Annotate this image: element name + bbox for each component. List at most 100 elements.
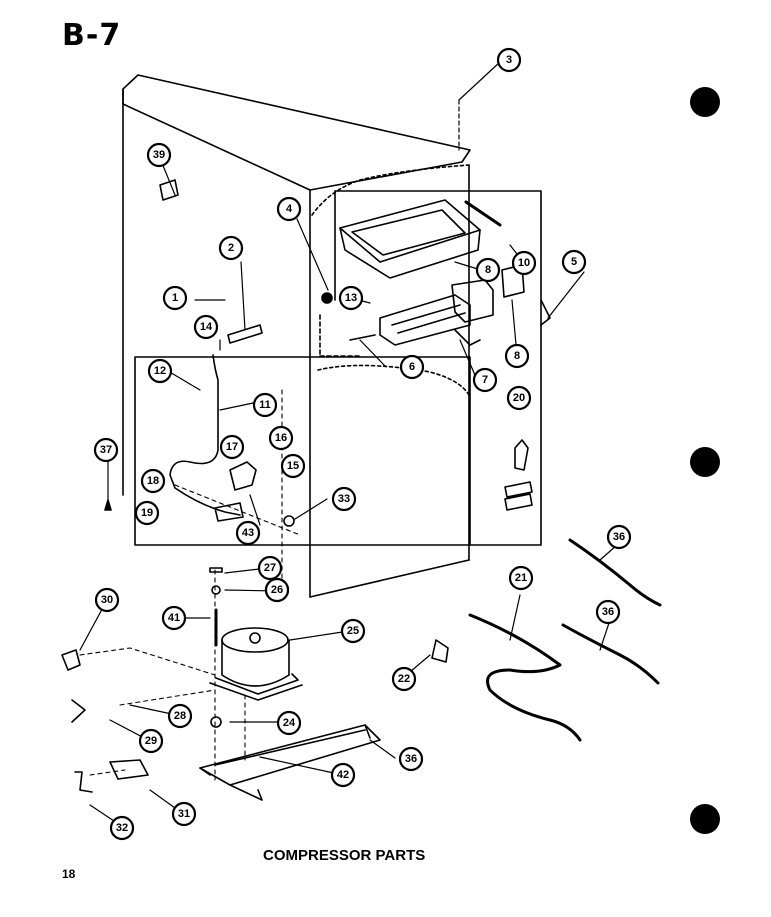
callout-number: 20 (513, 392, 525, 404)
callout-number: 42 (337, 769, 349, 781)
callout-circle (94, 587, 120, 613)
callout-5: 5 (561, 249, 587, 275)
binder-hole (690, 447, 720, 477)
callout-30: 30 (94, 587, 120, 613)
callout-number: 18 (147, 475, 159, 487)
callout-circle (331, 486, 357, 512)
callout-31: 31 (171, 801, 197, 827)
callout-8: 8 (475, 257, 501, 283)
callout-number: 21 (515, 572, 527, 584)
callout-26: 26 (264, 577, 290, 603)
callout-number: 41 (168, 612, 180, 624)
callout-labels: 1234567881011121314151617181920212224252… (93, 47, 632, 841)
callout-circle (257, 555, 283, 581)
washer-part (211, 585, 221, 595)
water-valve-group-box (134, 356, 471, 546)
callout-number: 22 (398, 673, 410, 685)
shelf-bumper (321, 292, 333, 304)
relay-part (61, 649, 81, 671)
callout-circle (561, 249, 587, 275)
callout-circle (276, 710, 302, 736)
callout-36: 36 (398, 746, 424, 772)
callout-circle (340, 618, 366, 644)
coil-upper (568, 538, 662, 607)
grommet-part (210, 716, 222, 728)
callout-circle (134, 500, 160, 526)
clip-part (74, 771, 93, 793)
callout-circle (147, 358, 173, 384)
callout-circle (475, 257, 501, 283)
callout-21: 21 (508, 565, 534, 591)
callout-circle (235, 520, 261, 546)
callout-circle (606, 524, 632, 550)
screw-part (104, 499, 112, 511)
compressor (209, 627, 303, 701)
callout-circle (280, 453, 306, 479)
callout-number: 36 (613, 531, 625, 543)
callout-13: 13 (338, 285, 364, 311)
callout-22: 22 (391, 666, 417, 692)
callout-circle (109, 815, 135, 841)
callout-16: 16 (268, 425, 294, 451)
valve-bracket (504, 481, 533, 511)
callout-6: 6 (399, 354, 425, 380)
callout-circle (595, 599, 621, 625)
callout-36: 36 (606, 524, 632, 550)
callout-circle (162, 285, 188, 311)
callout-circle (161, 605, 187, 631)
callout-number: 28 (174, 710, 186, 722)
page-number: 18 (62, 867, 76, 881)
callout-circle (193, 314, 219, 340)
callout-36: 36 (595, 599, 621, 625)
callout-27: 27 (257, 555, 283, 581)
water-valve (169, 354, 257, 522)
callout-number: 16 (275, 432, 287, 444)
callout-circle (496, 47, 522, 73)
callout-circle (504, 343, 530, 369)
callout-number: 4 (286, 203, 293, 215)
clamp-part (431, 639, 449, 663)
leader-lines (79, 61, 618, 828)
callout-43: 43 (235, 520, 261, 546)
suction-line (468, 613, 582, 742)
callout-number: 39 (153, 149, 165, 161)
callout-number: 8 (485, 264, 491, 276)
callout-15: 15 (280, 453, 306, 479)
callout-number: 3 (506, 54, 512, 66)
callout-circle (171, 801, 197, 827)
callout-25: 25 (340, 618, 366, 644)
callout-29: 29 (138, 728, 164, 754)
binder-hole (690, 804, 720, 834)
callout-number: 6 (409, 361, 415, 373)
ice-maker-group-box (334, 190, 542, 546)
callout-20: 20 (506, 385, 532, 411)
callout-number: 17 (226, 441, 238, 453)
callout-number: 26 (271, 584, 283, 596)
callout-8: 8 (504, 343, 530, 369)
callout-19: 19 (134, 500, 160, 526)
plug-part (159, 179, 179, 201)
callout-number: 2 (228, 242, 234, 254)
callout-18: 18 (140, 468, 166, 494)
fill-tube (464, 200, 502, 227)
callout-number: 29 (145, 735, 157, 747)
base-pan (199, 724, 381, 786)
callout-circle (218, 235, 244, 261)
gasket-part (283, 515, 295, 527)
bolt-part (227, 324, 263, 344)
callout-number: 24 (283, 717, 296, 729)
ice-bin (339, 199, 481, 279)
callout-1: 1 (162, 285, 188, 311)
callout-number: 32 (116, 822, 128, 834)
callout-circle (146, 142, 172, 168)
callout-circle (472, 367, 498, 393)
callout-circle (219, 434, 245, 460)
callout-circle (167, 703, 193, 729)
callout-7: 7 (472, 367, 498, 393)
callout-42: 42 (330, 762, 356, 788)
callout-39: 39 (146, 142, 172, 168)
binder-hole (690, 87, 720, 117)
callout-circle (93, 437, 119, 463)
callout-number: 36 (602, 606, 614, 618)
